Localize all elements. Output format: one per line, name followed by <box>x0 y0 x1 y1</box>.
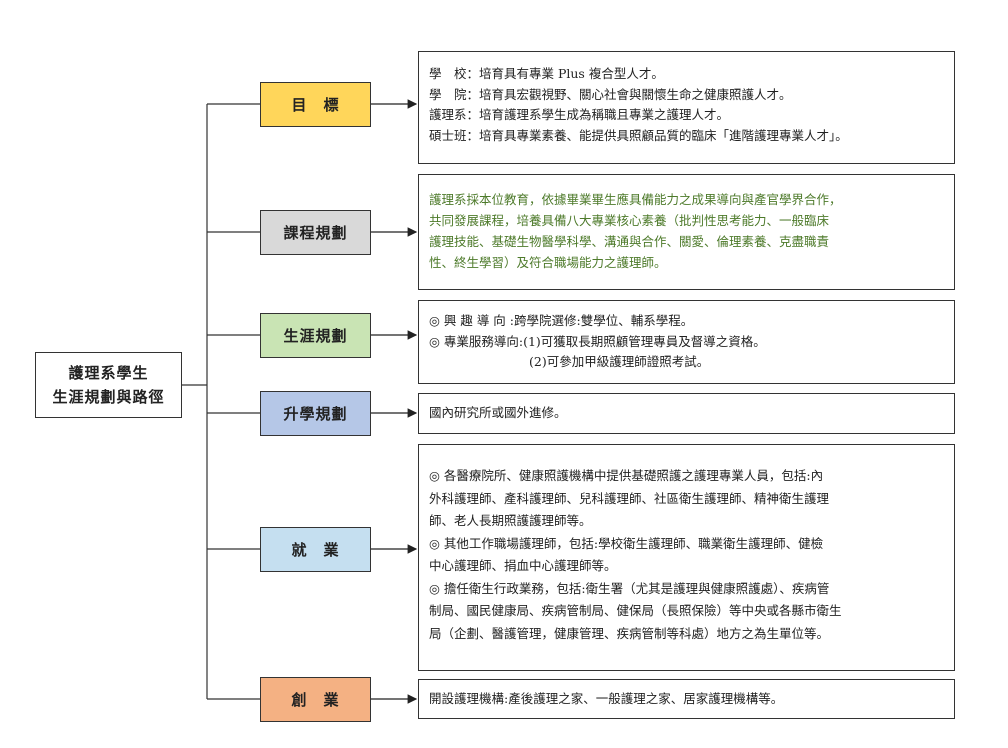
career-planning-description: ◎ 興 趣 導 向 :跨學院選修:雙學位、輔系學程。 ◎ 專業服務導向:(1)可… <box>418 300 955 384</box>
goals-description: 學 校：培育具有專業 Plus 複合型人才。 學 院：培育具宏觀視野、關心社會與… <box>418 51 955 164</box>
employment-line: 中心護理師、捐血中心護理師等。 <box>429 558 617 573</box>
career-line: ◎ 專業服務導向:(1)可獲取長期照顧管理專員及督導之資格。 <box>429 333 766 349</box>
curriculum-line: 共同發展課程，培養具備八大專業核心素養（批判性思考能力、一般臨床 <box>429 213 830 228</box>
employment-line: ◎ 擔任衛生行政業務，包括:衛生署（尤其是護理與健康照護處）、疾病管 <box>429 580 830 596</box>
goals-line: 學 院：培育具宏觀視野、關心社會與關懷生命之健康照護人才。 <box>429 86 792 102</box>
employment-line: 局（企劃、醫護管理，健康管理、疾病管制等科處）地方之為生單位等。 <box>429 625 830 641</box>
root-node: 護理系學生 生涯規劃與路徑 <box>35 352 182 418</box>
employment-line: 制局、國民健康局、疾病管制局、健保局（長照保險）等中央或各縣市衛生 <box>429 603 842 618</box>
further-study-line: 國內研究所或國外進修。 <box>429 405 567 421</box>
root-title-line2: 生涯規劃與路徑 <box>52 388 165 406</box>
category-further-study-label: 升學規劃 <box>283 405 348 423</box>
category-employment-label: 就 業 <box>291 541 340 559</box>
category-curriculum: 課程規劃 <box>260 210 371 255</box>
category-entrepreneurship: 創 業 <box>260 677 371 722</box>
curriculum-description: 護理系採本位教育，依據畢業畢生應具備能力之成果導向與產官學界合作， 共同發展課程… <box>418 174 955 290</box>
employment-line: 師、老人長期照護護理師等。 <box>429 513 592 528</box>
goals-line: 護理系：培育護理系學生成為稱職且專業之護理人才。 <box>429 107 730 122</box>
category-employment: 就 業 <box>260 527 371 572</box>
employment-line: ◎ 其他工作職場護理師，包括:學校衛生護理師、職業衛生護理師、健檢 <box>429 535 824 551</box>
goals-line: 學 校：培育具有專業 Plus 複合型人才。 <box>429 66 664 81</box>
category-curriculum-label: 課程規劃 <box>283 224 348 242</box>
category-goals-label: 目 標 <box>291 96 340 114</box>
curriculum-line: 性、終生學習）及符合職場能力之護理師。 <box>429 255 667 270</box>
employment-line: ◎ 各醫療院所、健康照護機構中提供基礎照護之護理專業人員，包括:內 <box>429 468 824 483</box>
employment-description: ◎ 各醫療院所、健康照護機構中提供基礎照護之護理專業人員，包括:內 外科護理師、… <box>418 444 955 671</box>
curriculum-line: 護理技能、基礎生物醫學科學、溝通與合作、關愛、倫理素養、克盡職責 <box>429 234 830 249</box>
category-entrepreneurship-label: 創 業 <box>291 691 340 709</box>
career-line: ◎ 興 趣 導 向 :跨學院選修:雙學位、輔系學程。 <box>429 313 694 328</box>
curriculum-line: 護理系採本位教育，依據畢業畢生應具備能力之成果導向與產官學界合作， <box>429 192 842 207</box>
root-title-line1: 護理系學生 <box>68 364 149 382</box>
further-study-description: 國內研究所或國外進修。 <box>418 393 955 434</box>
category-goals: 目 標 <box>260 82 371 127</box>
category-career-planning: 生涯規劃 <box>260 313 371 358</box>
category-further-study: 升學規劃 <box>260 391 371 436</box>
goals-line: 碩士班：培育具專業素養、能提供具照顧品質的臨床「進階護理專業人才」。 <box>429 127 848 143</box>
entrepreneurship-line: 開設護理機構:產後護理之家、一般護理之家、居家護理機構等。 <box>429 690 784 706</box>
employment-line: 外科護理師、產科護理師、兒科護理師、社區衛生護理師、精神衛生護理 <box>429 490 830 506</box>
category-career-planning-label: 生涯規劃 <box>283 327 348 345</box>
career-line: (2)可參加甲級護理師證照考試。 <box>429 354 710 369</box>
entrepreneurship-description: 開設護理機構:產後護理之家、一般護理之家、居家護理機構等。 <box>418 679 955 719</box>
